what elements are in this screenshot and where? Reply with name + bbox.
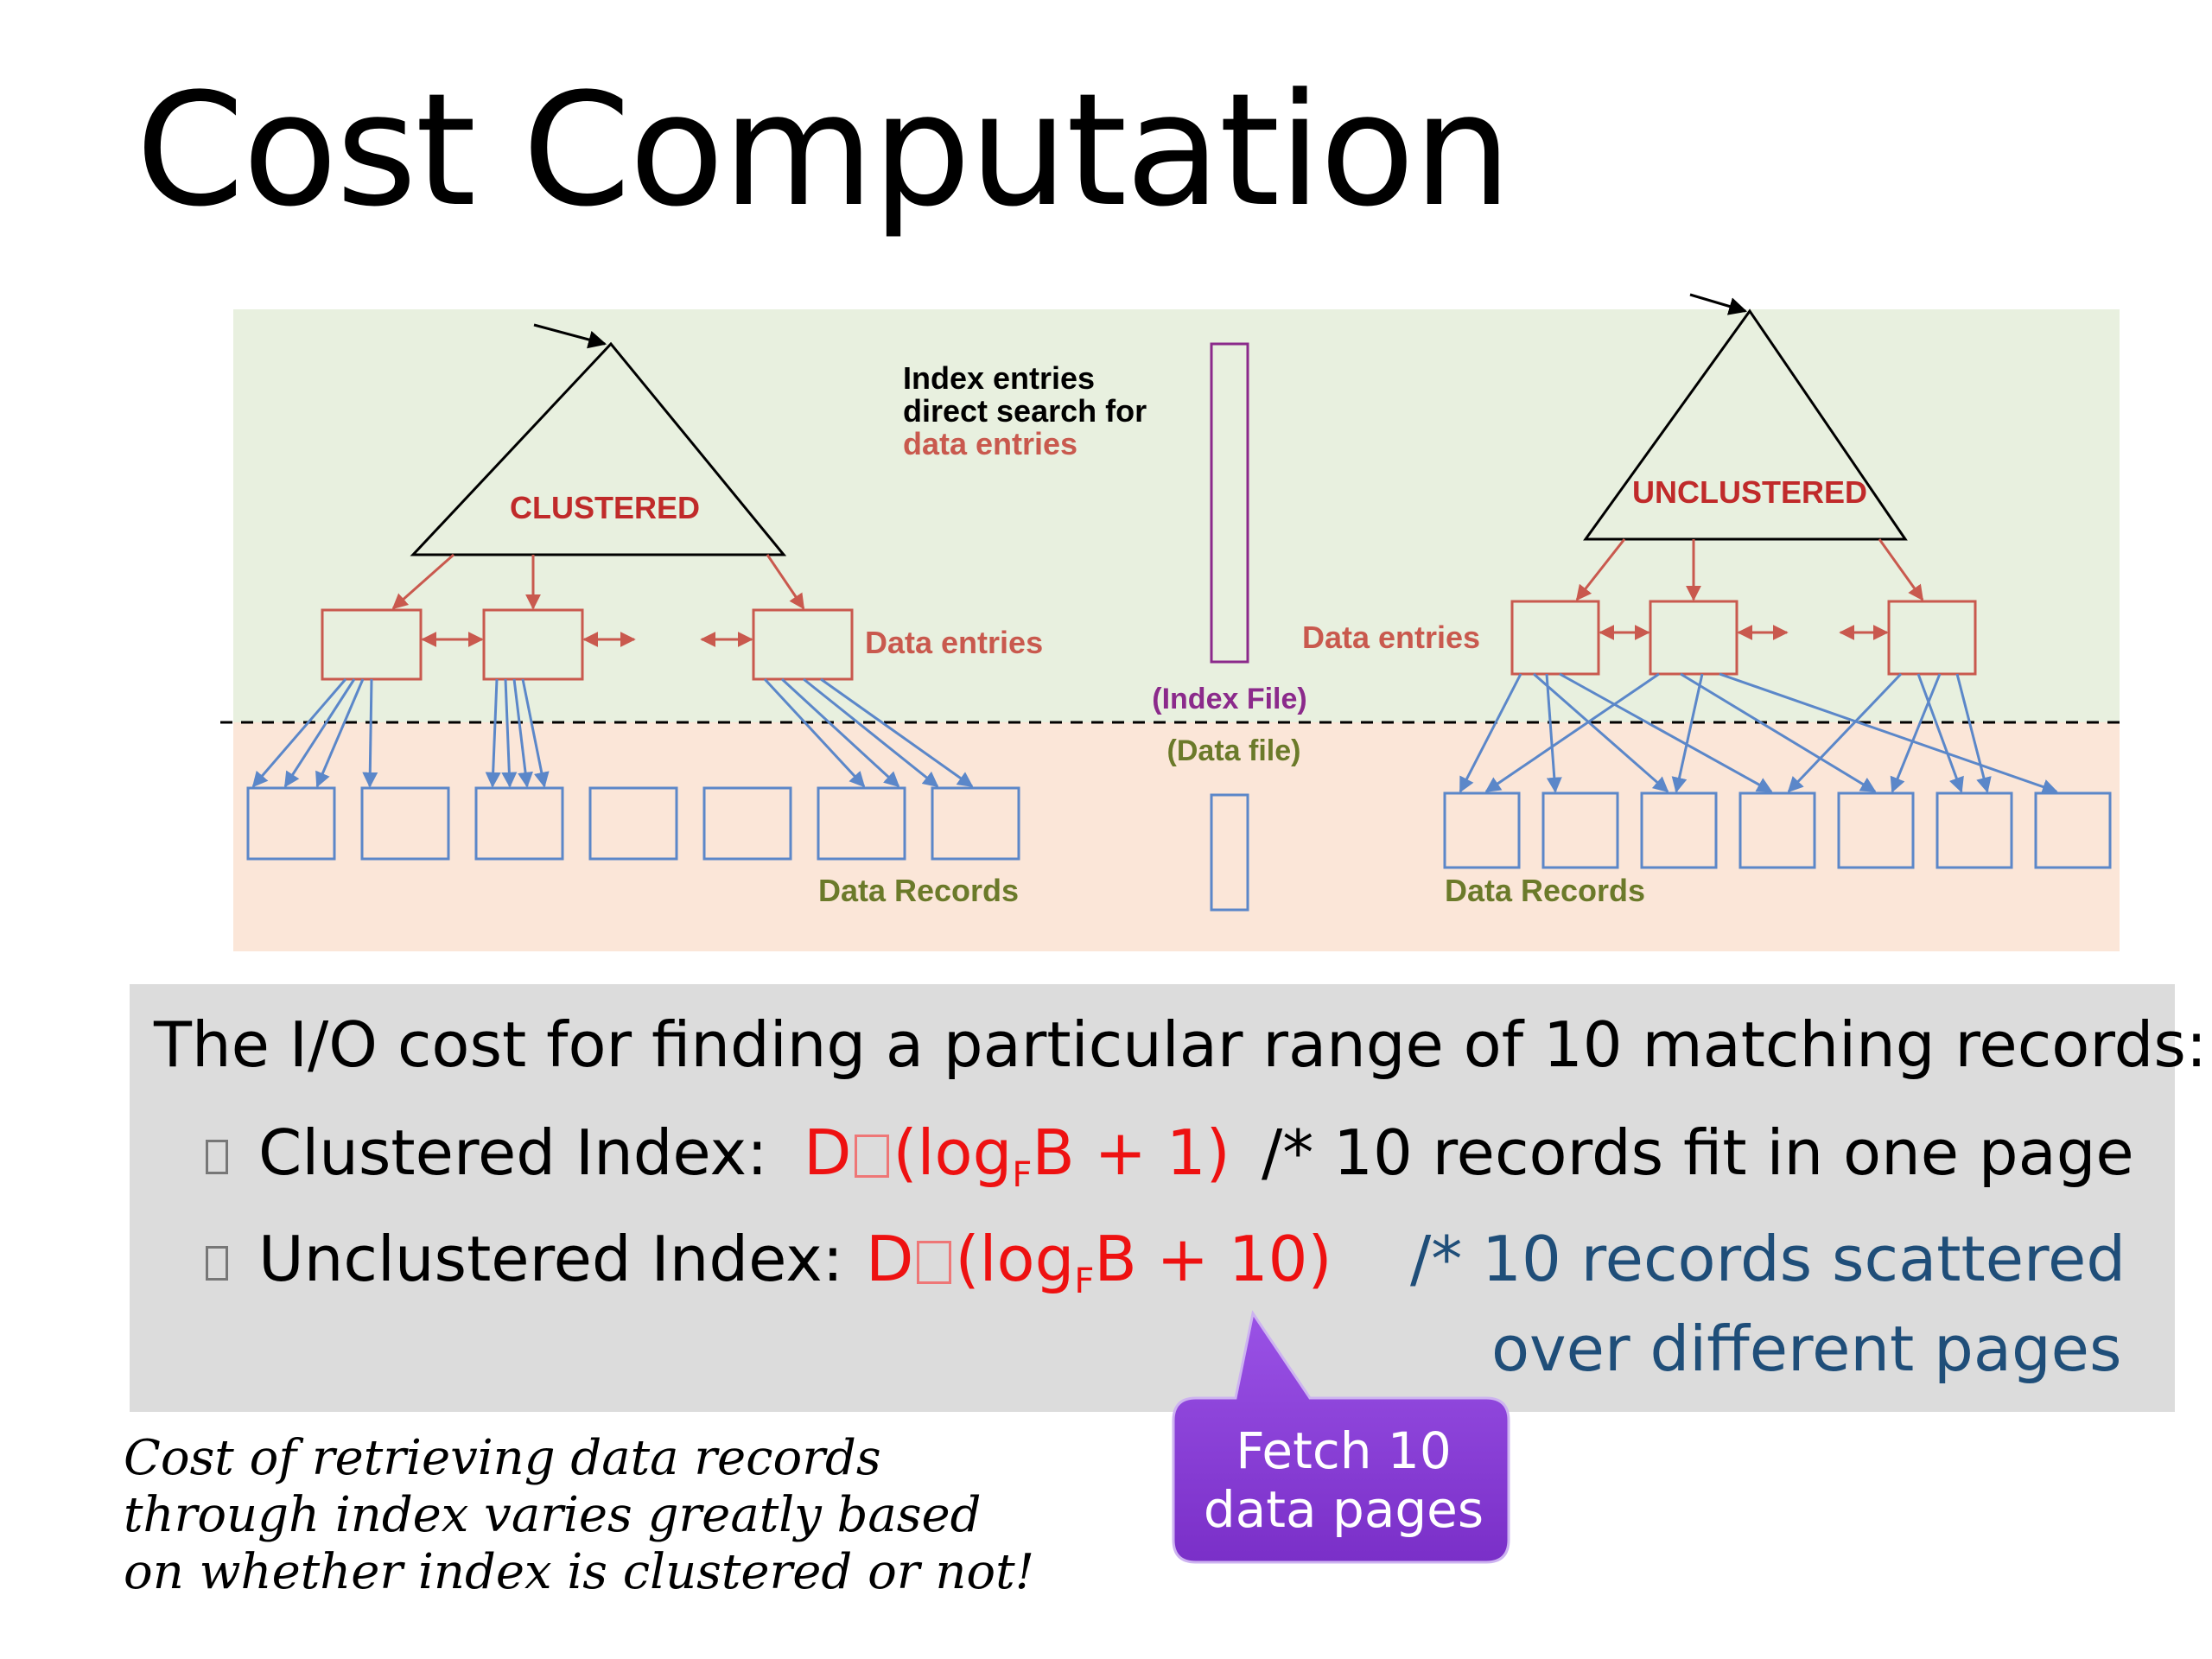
data-record-box [588, 786, 678, 861]
data-records-label-left: Data Records [818, 873, 1019, 908]
callout-label: Fetch 10 data pages [1203, 1421, 1484, 1539]
multiply-glyph-icon [855, 1135, 890, 1178]
unclustered-tree [1583, 308, 1908, 541]
index-file-column [1210, 342, 1249, 664]
data-record-box [702, 786, 792, 861]
unclustered-cost-line: Unclustered Index: [206, 1228, 843, 1290]
data-record-box [1443, 791, 1521, 869]
unclustered-label: UNCLUSTERED [1632, 474, 1867, 510]
clustered-comment: /* 10 records fit in one page [1262, 1116, 2134, 1189]
data-record-box [931, 786, 1020, 861]
data-entry-box [752, 608, 854, 681]
unclustered-formula: D(logFB + 10) [866, 1223, 1332, 1301]
unclustered-comment-2: over different pages [1491, 1313, 2122, 1385]
unclustered-label: Unclustered Index: [258, 1223, 843, 1295]
multiply-glyph-icon [917, 1241, 952, 1284]
data-file-column [1210, 793, 1249, 912]
data-entry-box [1649, 600, 1738, 676]
bullet-icon [206, 1246, 228, 1281]
data-record-box [474, 786, 564, 861]
data-records-label-right: Data Records [1445, 873, 1645, 908]
bullet-icon [206, 1140, 228, 1175]
callout-bubble [1172, 1310, 1510, 1564]
data-entries-label-left: Data entries [865, 625, 1043, 660]
handwritten-note: Cost of retrieving data records through … [124, 1430, 1035, 1600]
data-record-box [1640, 791, 1718, 869]
data-record-box [1837, 791, 1915, 869]
data-record-box [1738, 791, 1816, 869]
cost-box [130, 984, 2175, 1412]
clustered-label: CLUSTERED [510, 490, 700, 525]
data-entry-box [1510, 600, 1600, 676]
data-entry-box [1887, 600, 1977, 676]
data-record-box [360, 786, 450, 861]
slide-title: Cost Computation [136, 60, 1512, 241]
data-record-box [1936, 791, 2013, 869]
data-entry-box [482, 608, 584, 681]
clustered-label: Clustered Index: [258, 1116, 768, 1189]
data-record-box [1541, 791, 1619, 869]
index-note-line-3: data entries [903, 426, 1077, 461]
data-entries-label-right: Data entries [1302, 620, 1480, 655]
data-record-box [2034, 791, 2112, 869]
data-file-area [233, 722, 2120, 951]
data-file-label: (Data file) [1167, 734, 1301, 767]
clustered-cost-line: Clustered Index: [206, 1122, 767, 1184]
index-note-line-1: Index entries [903, 360, 1095, 396]
data-record-box [817, 786, 906, 861]
index-file-area [233, 309, 2120, 722]
unclustered-comment-1: /* 10 records scattered [1410, 1223, 2126, 1295]
index-note-line-2: direct search for [903, 393, 1147, 429]
data-record-box [246, 786, 336, 861]
clustered-tree [410, 341, 787, 556]
clustered-formula: D(logFB + 1) [804, 1116, 1230, 1195]
index-file-label: (Index File) [1152, 683, 1306, 715]
cost-intro: The I/O cost for finding a particular ra… [154, 1008, 2208, 1081]
